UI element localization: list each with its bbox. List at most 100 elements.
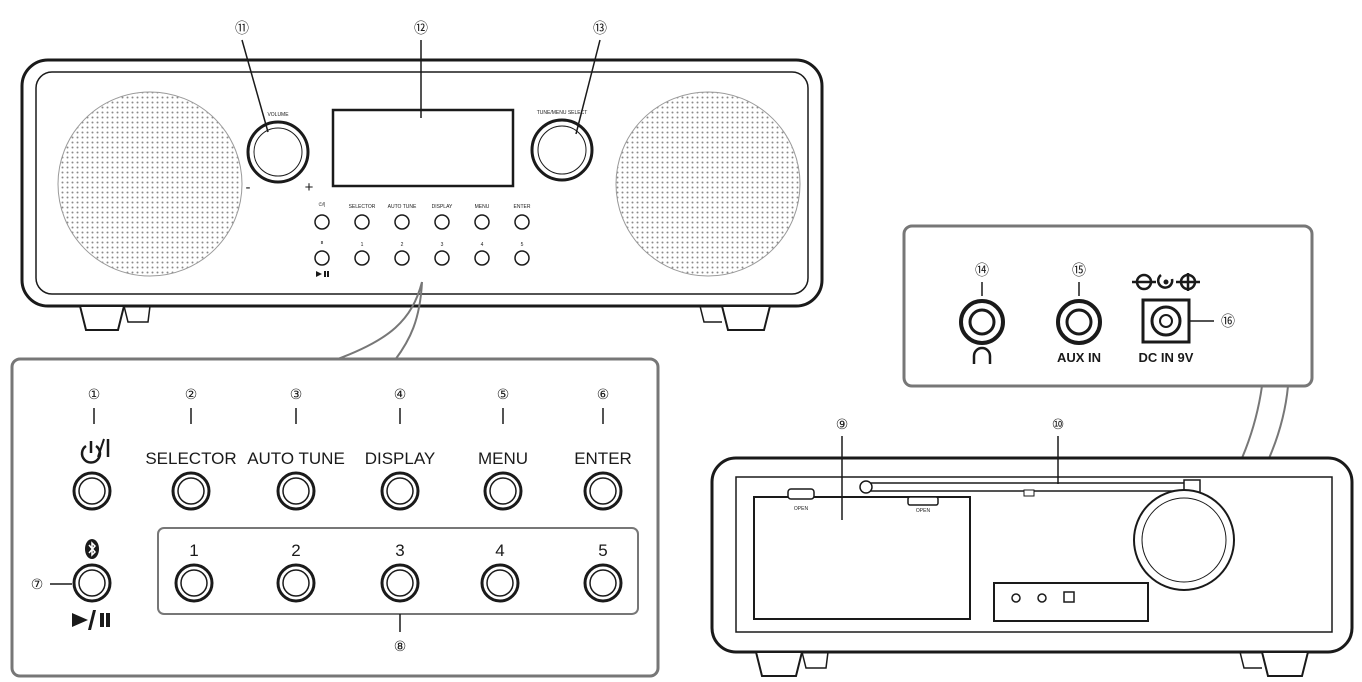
callout-13-leader <box>575 39 601 135</box>
front-small-button[interactable] <box>474 214 490 230</box>
rear-bass-port-inner <box>1141 497 1227 583</box>
display-button[interactable] <box>380 471 420 511</box>
antenna-clip <box>1023 489 1035 497</box>
callout-7: ⑦ <box>31 576 44 592</box>
menu-button[interactable] <box>483 471 523 511</box>
bluetooth-play-pause-button[interactable] <box>72 563 112 603</box>
tune-menu-knob-inner <box>537 125 587 175</box>
front-small-label: MENU <box>475 204 490 210</box>
volume-knob[interactable] <box>246 120 310 184</box>
callout-4: ④ <box>394 386 407 402</box>
play-pause-small-icon <box>316 271 329 277</box>
preset-label-5: 5 <box>598 541 607 560</box>
volume-knob-inner <box>253 127 303 177</box>
front-foot-right <box>720 305 772 331</box>
tune-menu-knob[interactable] <box>530 118 594 182</box>
display-label: DISPLAY <box>365 449 436 468</box>
rear-view: OPEN OPEN ⑨ ⑩ <box>710 416 1354 677</box>
zoom-connector <box>334 281 423 361</box>
preset-label-1: 1 <box>189 541 198 560</box>
front-small-button[interactable] <box>354 214 370 230</box>
front-small-button[interactable] <box>434 250 450 266</box>
speaker-right <box>615 91 801 277</box>
front-small-button[interactable] <box>394 214 410 230</box>
callout-12: ⑫ <box>414 20 428 36</box>
rear-headphone-jack[interactable] <box>1011 593 1021 603</box>
front-small-button[interactable] <box>434 214 450 230</box>
front-small-button[interactable] <box>314 250 330 266</box>
rear-foot-left <box>754 651 804 677</box>
preset-button-4[interactable] <box>480 563 520 603</box>
front-small-label: 1 <box>361 242 364 248</box>
callout-11-leader <box>241 39 269 133</box>
volume-plus: + <box>305 179 314 196</box>
button-panel-zoom: ① ② ③ ④ ⑤ ⑥ SELECTOR AUTO TUNE DISPLAY M… <box>10 357 660 678</box>
power-button[interactable] <box>72 471 112 511</box>
front-small-buttons: ⏻/| SELECTOR AUTO TUNE DISPLAY MENU ENTE… <box>314 202 531 277</box>
callout-15: ⑮ <box>1072 262 1086 278</box>
enter-button[interactable] <box>583 471 623 511</box>
antenna-pivot <box>859 480 873 494</box>
aux-in-label: AUX IN <box>1057 350 1101 365</box>
speaker-left <box>57 91 243 277</box>
front-small-label: ENTER <box>514 204 531 210</box>
callout-9: ⑨ <box>836 416 849 432</box>
front-view: VOLUME - + TUNE/MENU SELECT ⏻/| SELECTOR… <box>20 20 824 331</box>
callout-2: ② <box>185 386 198 402</box>
front-small-button[interactable] <box>514 250 530 266</box>
preset-button-3[interactable] <box>380 563 420 603</box>
front-small-button[interactable] <box>514 214 530 230</box>
front-foot-left-back <box>123 305 151 323</box>
preset-button-1[interactable] <box>174 563 214 603</box>
preset-label-4: 4 <box>495 541 504 560</box>
callout-8: ⑧ <box>394 638 407 654</box>
headphone-jack[interactable] <box>959 299 1005 345</box>
preset-button-5[interactable] <box>583 563 623 603</box>
enter-label: ENTER <box>574 449 632 468</box>
tune-menu-label: TUNE/MENU SELECT <box>537 110 588 116</box>
auto-tune-label: AUTO TUNE <box>247 449 345 468</box>
menu-label: MENU <box>478 449 528 468</box>
battery-latch-right[interactable] <box>907 496 939 506</box>
preset-label-2: 2 <box>291 541 300 560</box>
dc-in-jack[interactable] <box>1141 298 1191 344</box>
jack-panel-zoom: ⑭ ⑮ AUX IN DC IN 9V ⑯ <box>902 224 1314 388</box>
selector-label: SELECTOR <box>145 449 236 468</box>
front-foot-right-back <box>699 305 722 323</box>
front-foot-left <box>78 305 126 331</box>
power-standby-icon <box>80 438 110 464</box>
callout-13: ⑬ <box>593 20 607 36</box>
front-small-button[interactable] <box>314 214 330 230</box>
rear-foot-right-back <box>1239 651 1262 669</box>
callout-11: ⑪ <box>235 20 249 36</box>
selector-button[interactable] <box>171 471 211 511</box>
rear-dc-jack[interactable] <box>1063 591 1075 603</box>
front-small-label: DISPLAY <box>432 204 453 210</box>
callout-14: ⑭ <box>975 262 989 278</box>
front-small-button[interactable] <box>354 250 370 266</box>
headphone-icon <box>972 346 992 364</box>
rear-body-inner <box>735 476 1333 633</box>
front-small-label: 3 <box>441 242 444 248</box>
front-small-label: ⏻/| <box>319 202 326 208</box>
battery-cover[interactable] <box>753 496 971 620</box>
rear-aux-jack[interactable] <box>1037 593 1047 603</box>
button-panel-frame <box>10 357 660 678</box>
callout-16: ⑯ <box>1221 313 1235 329</box>
volume-minus: - <box>246 179 251 196</box>
preset-button-2[interactable] <box>276 563 316 603</box>
front-small-label: SELECTOR <box>349 204 376 210</box>
front-small-label: 4 <box>481 242 484 248</box>
front-small-button[interactable] <box>394 250 410 266</box>
rear-bass-port <box>1133 489 1235 591</box>
callout-6: ⑥ <box>597 386 610 402</box>
auto-tune-button[interactable] <box>276 471 316 511</box>
rear-foot-right <box>1260 651 1310 677</box>
bluetooth-icon <box>85 539 99 559</box>
aux-in-jack[interactable] <box>1056 299 1102 345</box>
front-small-button[interactable] <box>474 250 490 266</box>
volume-label: VOLUME <box>267 112 289 118</box>
callout-1: ① <box>88 386 101 402</box>
battery-latch-left[interactable] <box>787 488 815 500</box>
battery-open-label-right: OPEN <box>916 508 931 514</box>
